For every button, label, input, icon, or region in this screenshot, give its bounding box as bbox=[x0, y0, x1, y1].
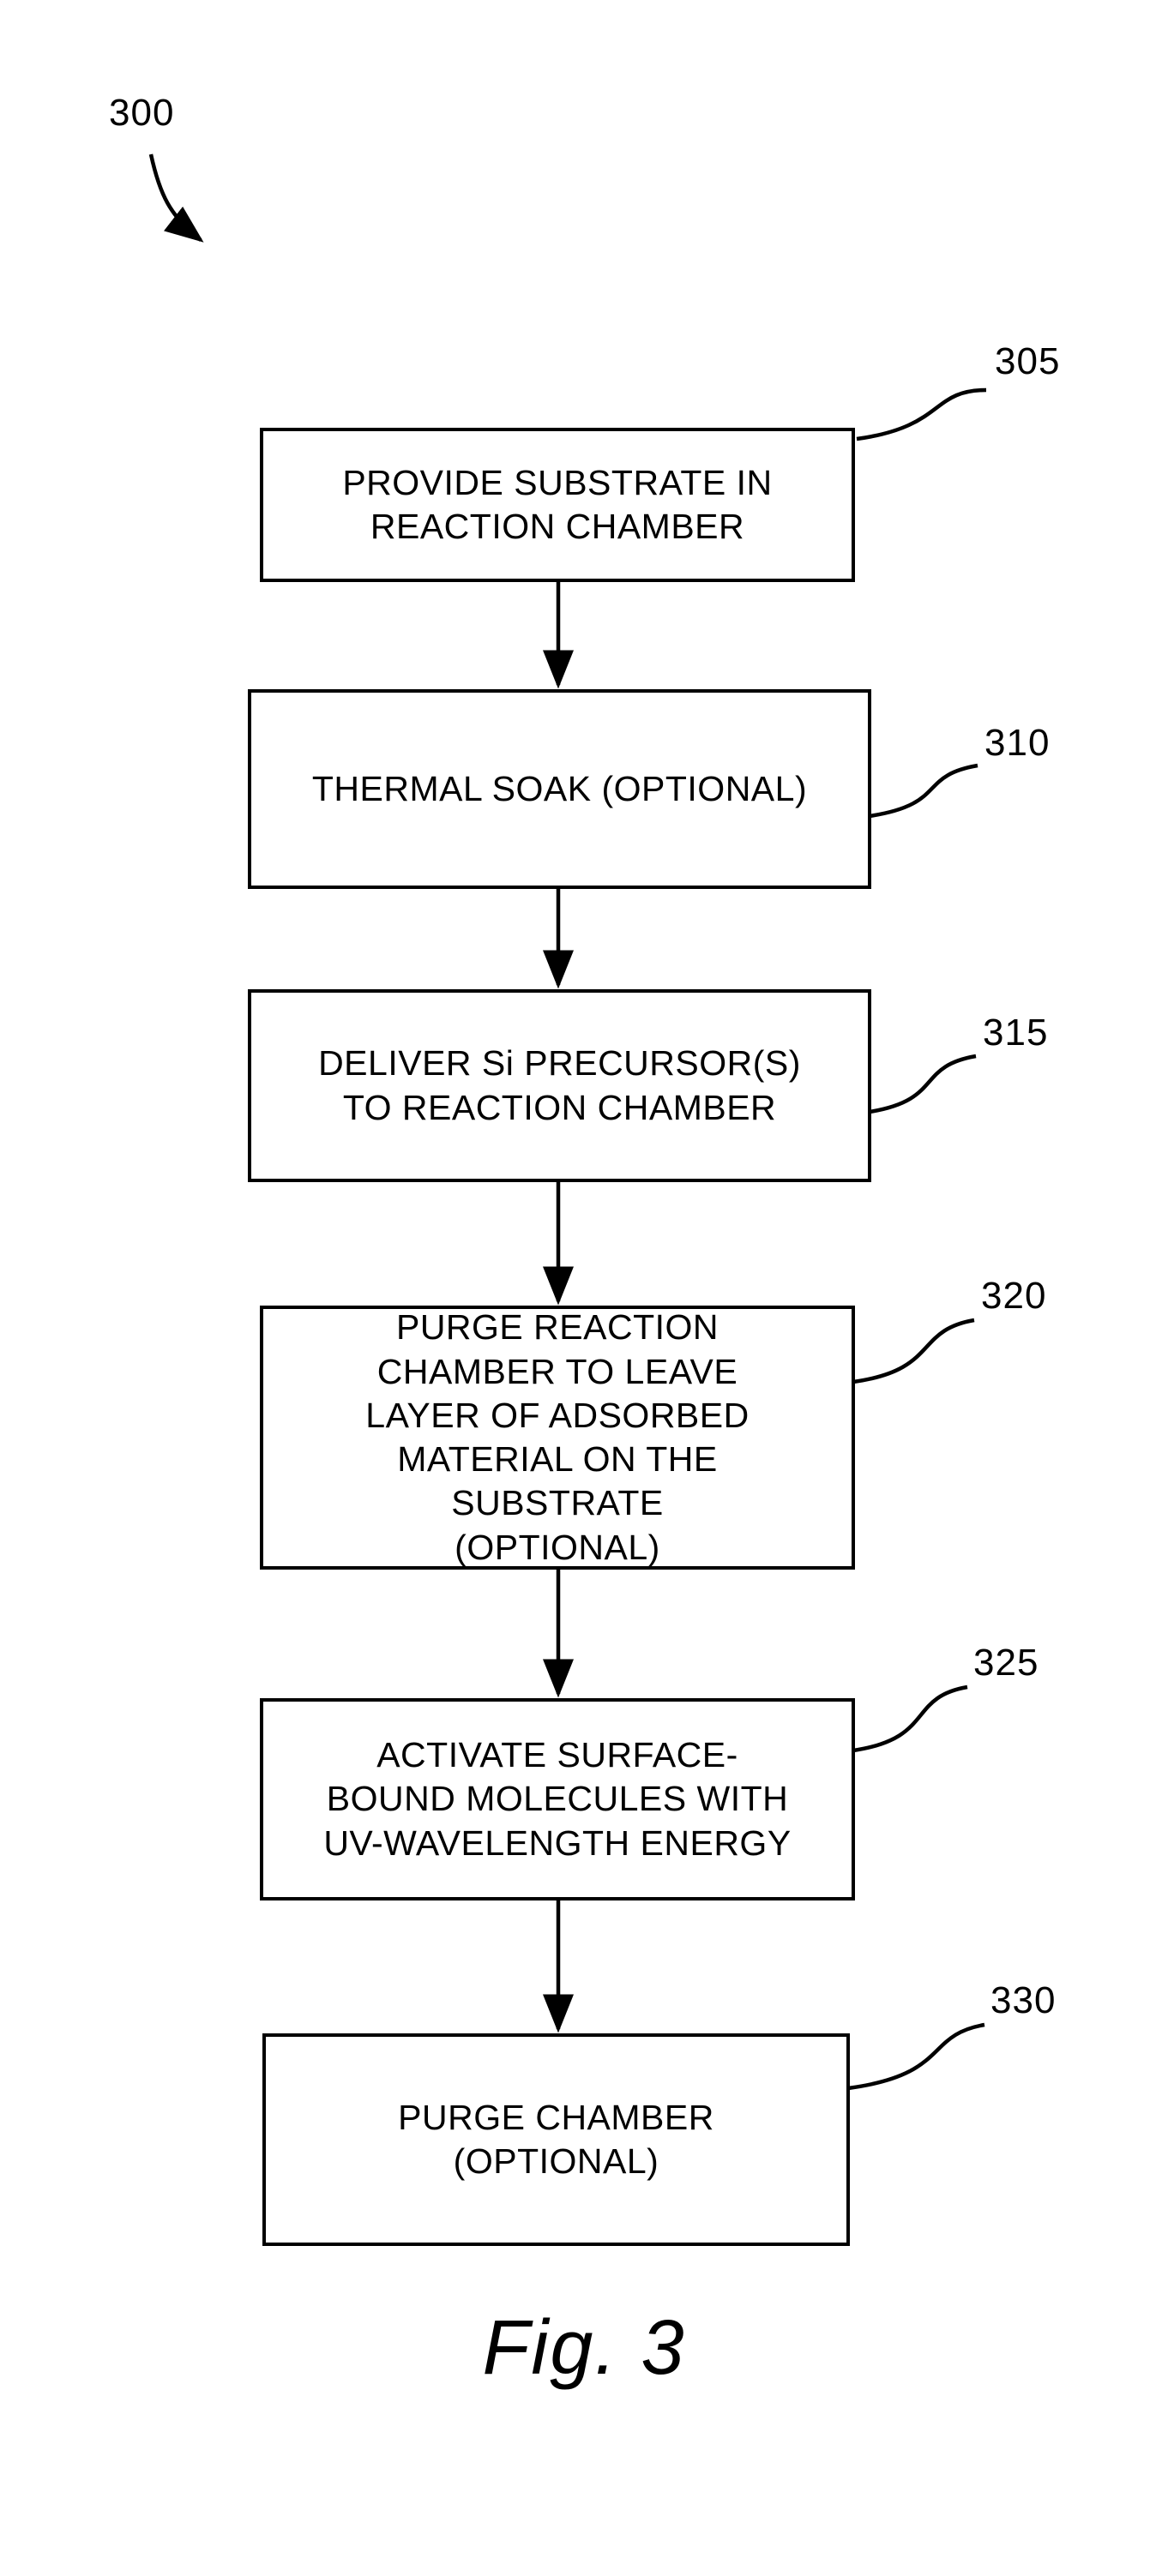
flow-node-purge-reaction-chamber: PURGE REACTION CHAMBER TO LEAVE LAYER OF… bbox=[260, 1306, 855, 1570]
figure-caption: Fig. 3 bbox=[482, 2305, 686, 2391]
ref-label-325: 325 bbox=[973, 1642, 1039, 1684]
flow-node-provide-substrate-label: PROVIDE SUBSTRATE IN REACTION CHAMBER bbox=[342, 462, 773, 546]
leader-line-320 bbox=[852, 1318, 975, 1384]
ref-label-330: 330 bbox=[990, 1979, 1057, 2021]
leader-line-315 bbox=[869, 1054, 977, 1114]
leader-line-310 bbox=[869, 763, 978, 819]
flow-node-activate-molecules: ACTIVATE SURFACE- BOUND MOLECULES WITH U… bbox=[260, 1698, 855, 1900]
leader-line-330 bbox=[847, 2022, 985, 2091]
flow-node-purge-chamber-label: PURGE CHAMBER (OPTIONAL) bbox=[398, 2097, 714, 2181]
leader-line-325 bbox=[852, 1684, 968, 1753]
flow-node-provide-substrate: PROVIDE SUBSTRATE IN REACTION CHAMBER bbox=[260, 428, 855, 582]
ref-label-320: 320 bbox=[981, 1275, 1047, 1317]
ref-label-310: 310 bbox=[984, 722, 1051, 764]
flow-node-deliver-precursor: DELIVER Si PRECURSOR(S) TO REACTION CHAM… bbox=[248, 989, 871, 1182]
flow-node-deliver-precursor-label: DELIVER Si PRECURSOR(S) TO REACTION CHAM… bbox=[318, 1043, 801, 1127]
ref-label-305: 305 bbox=[995, 340, 1061, 382]
flow-node-activate-molecules-label: ACTIVATE SURFACE- BOUND MOLECULES WITH U… bbox=[323, 1735, 792, 1863]
flow-node-thermal-soak: THERMAL SOAK (OPTIONAL) bbox=[248, 689, 871, 889]
flow-node-purge-chamber: PURGE CHAMBER (OPTIONAL) bbox=[262, 2033, 850, 2246]
flow-node-purge-reaction-chamber-label: PURGE REACTION CHAMBER TO LEAVE LAYER OF… bbox=[365, 1307, 750, 1567]
figure-number-pointer-arrow bbox=[148, 153, 204, 243]
leader-line-305 bbox=[856, 387, 987, 441]
flow-node-thermal-soak-label: THERMAL SOAK (OPTIONAL) bbox=[311, 768, 808, 808]
ref-label-315: 315 bbox=[983, 1012, 1049, 1054]
figure-number: 300 bbox=[109, 92, 175, 134]
